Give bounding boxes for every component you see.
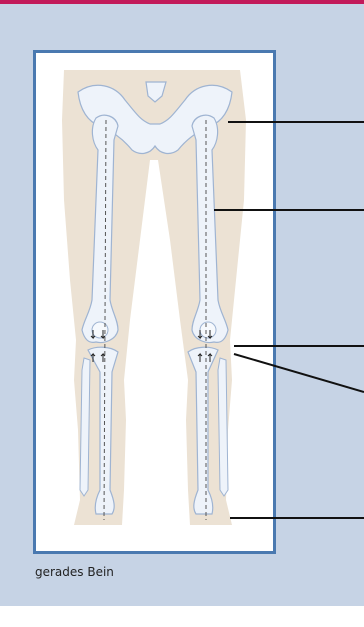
right-fibula-bone xyxy=(218,358,228,496)
right-patella xyxy=(200,322,216,338)
figure-caption: gerades Bein xyxy=(35,565,114,579)
callout-line-knee-lower xyxy=(234,354,364,392)
left-patella xyxy=(92,322,108,338)
left-fibula-bone xyxy=(80,358,90,496)
page-bottom-strip xyxy=(0,606,364,627)
